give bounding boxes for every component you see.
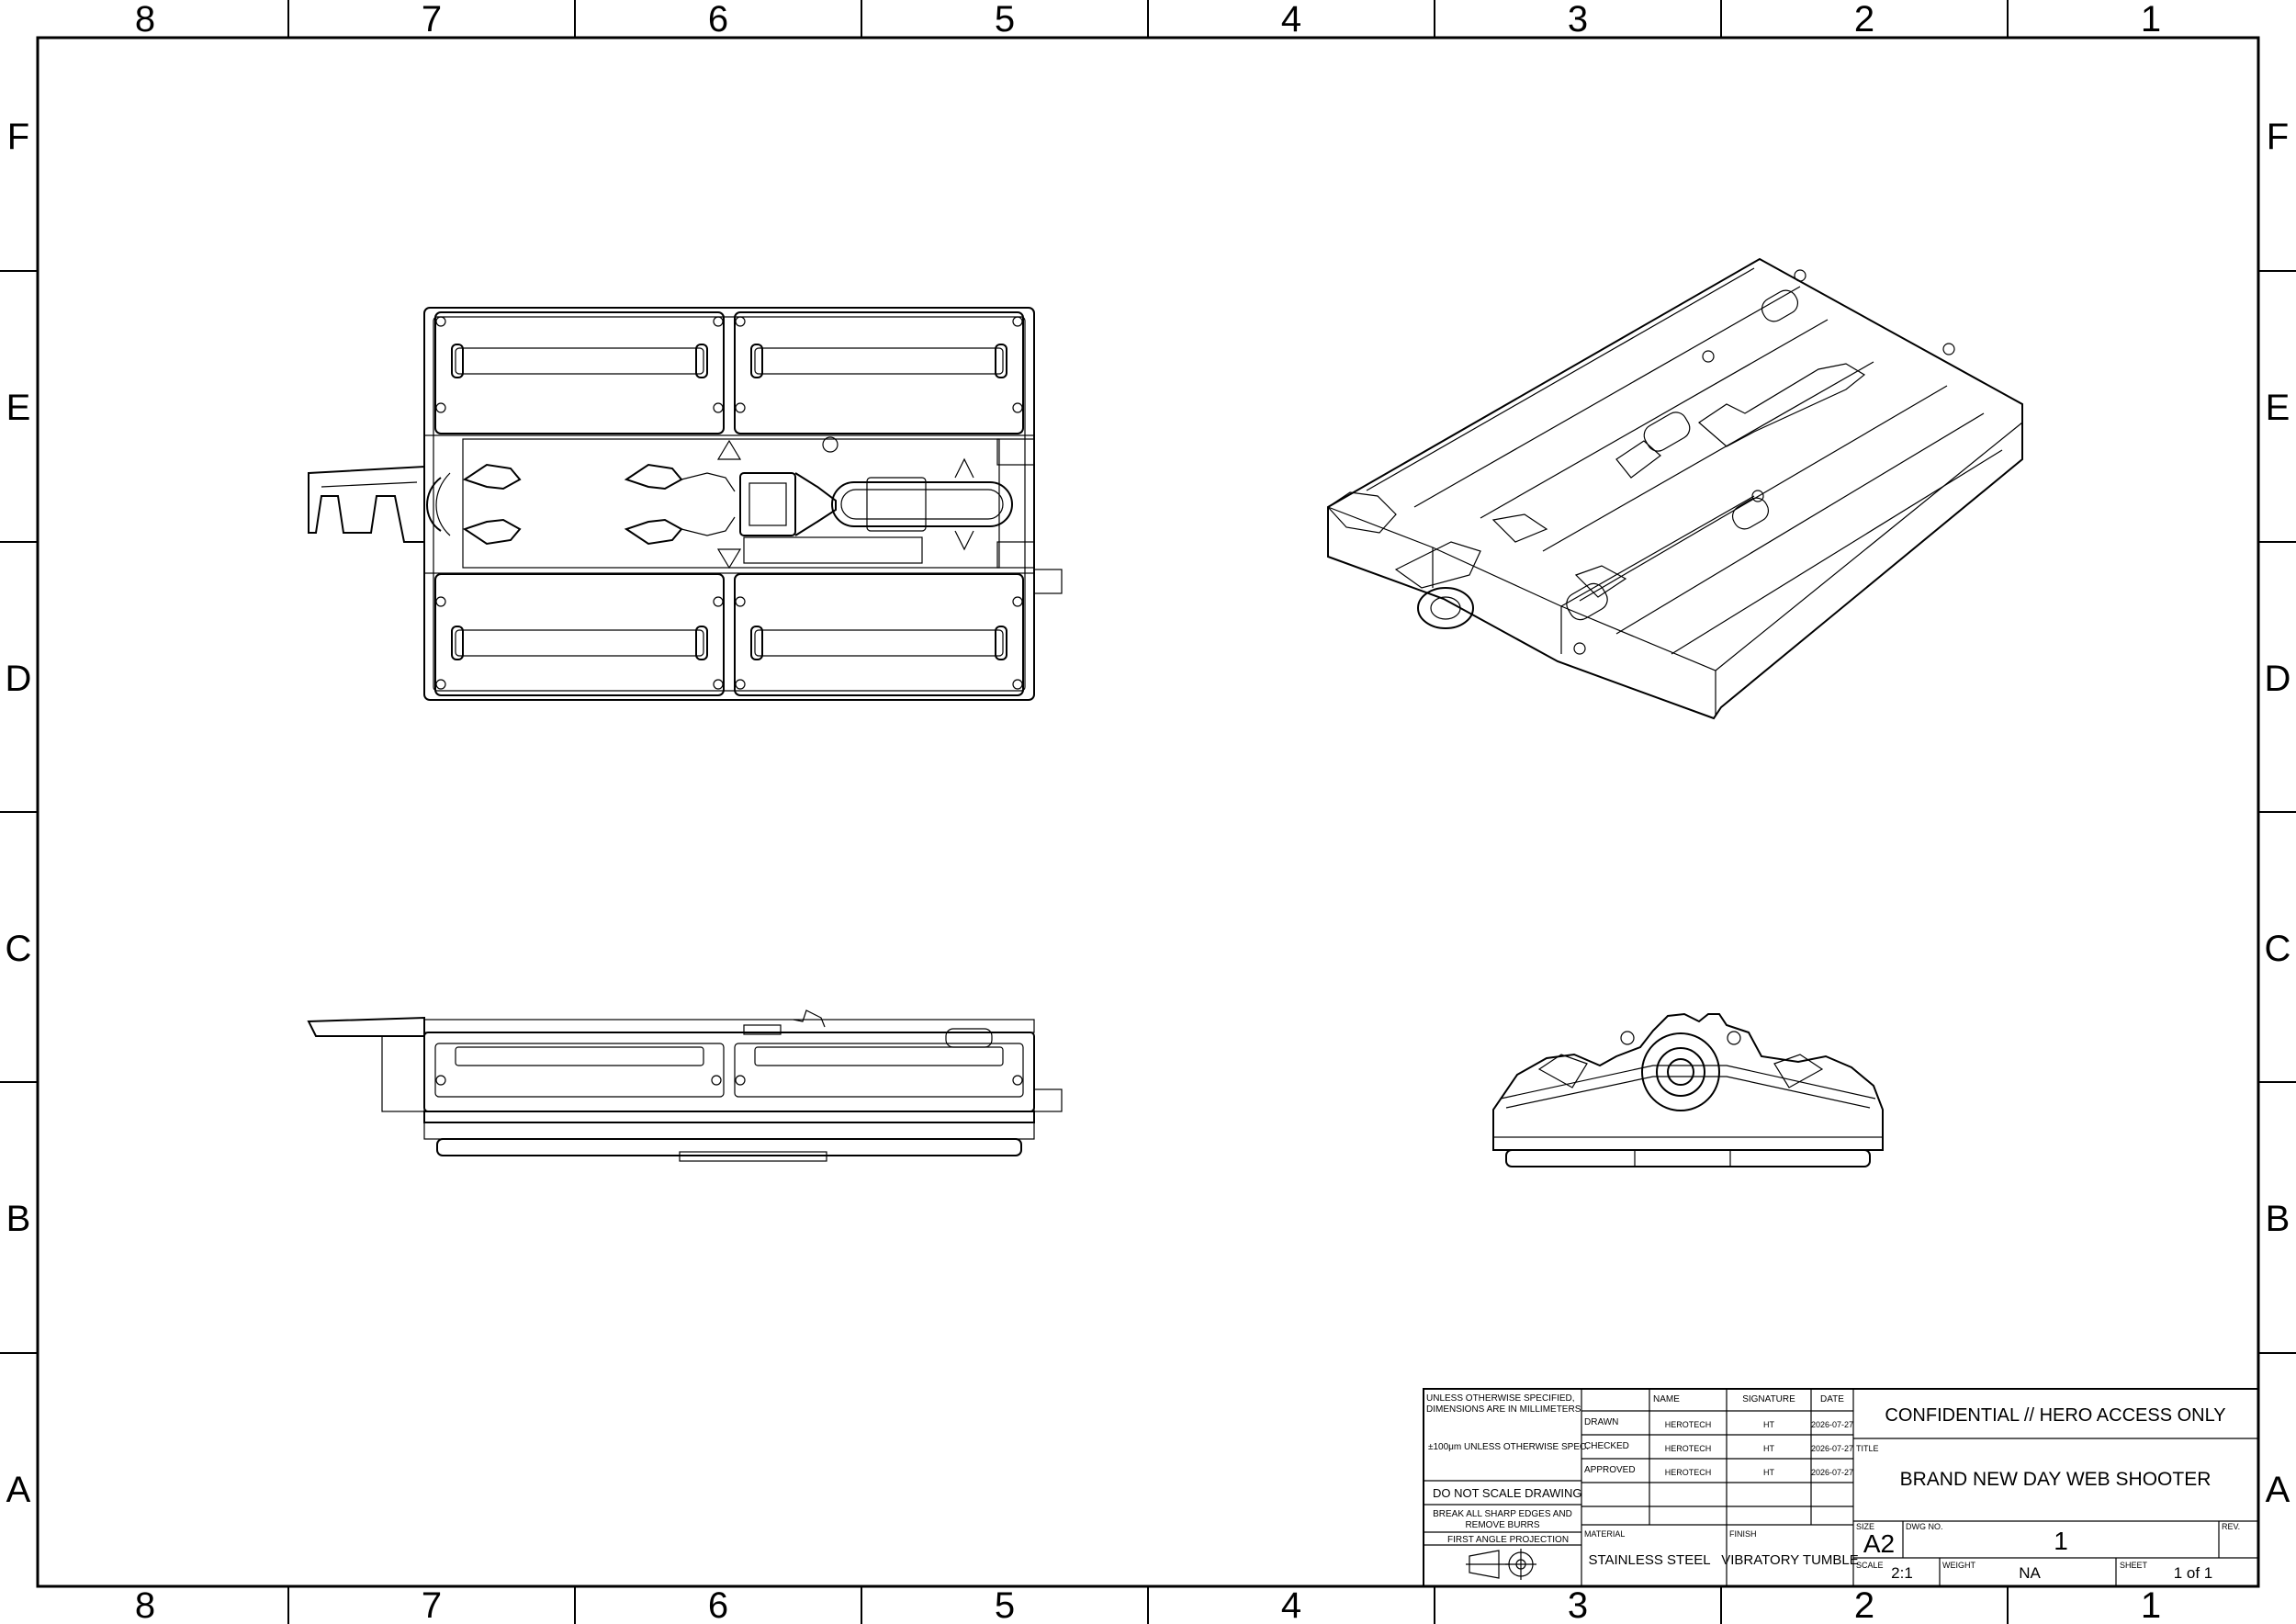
material-value: STAINLESS STEEL xyxy=(1588,1552,1710,1568)
sheet-value: 1 of 1 xyxy=(2174,1564,2213,1582)
weight-value: NA xyxy=(2019,1564,2041,1582)
first-angle-projection-icon xyxy=(1466,1549,1536,1580)
signature-header: SIGNATURE xyxy=(1742,1394,1795,1404)
weight-label: WEIGHT xyxy=(1942,1561,1975,1570)
date-header: DATE xyxy=(1820,1394,1844,1404)
checked-label: CHECKED xyxy=(1584,1441,1629,1451)
approved-signature: HT xyxy=(1763,1468,1774,1477)
title-block: UNLESS OTHERWISE SPECIFIED, DIMENSIONS A… xyxy=(1423,1388,2259,1587)
material-label: MATERIAL xyxy=(1584,1529,1625,1539)
col-label: 8 xyxy=(135,0,155,39)
approved-label: APPROVED xyxy=(1584,1465,1636,1475)
drawn-name: HEROTECH xyxy=(1665,1420,1712,1429)
isometric-view xyxy=(1327,257,2023,720)
name-header: NAME xyxy=(1653,1394,1680,1404)
col-label: 6 xyxy=(708,0,728,39)
column-labels-top: 8 7 6 5 4 3 2 1 xyxy=(135,0,2161,39)
col-label: 7 xyxy=(422,0,442,39)
dwg-no-value: 1 xyxy=(2054,1527,2068,1555)
size-value: A2 xyxy=(1863,1529,1895,1558)
scale-value: 2:1 xyxy=(1891,1564,1913,1582)
col-label: 7 xyxy=(422,1585,442,1624)
col-label: 2 xyxy=(1854,0,1874,39)
title-label: TITLE xyxy=(1856,1444,1879,1453)
general-note-2: DIMENSIONS ARE IN MILLIMETERS xyxy=(1426,1404,1581,1415)
drawn-date: 2026-07-27 xyxy=(1811,1420,1853,1429)
do-not-scale-note: DO NOT SCALE DRAWING xyxy=(1433,1486,1582,1500)
col-label: 3 xyxy=(1568,0,1588,39)
scale-label: SCALE xyxy=(1856,1561,1884,1570)
row-labels-right: F E D C B A xyxy=(2265,117,2291,1510)
drawn-label: DRAWN xyxy=(1584,1417,1618,1427)
title-block-frame xyxy=(1423,1388,2259,1587)
approved-date: 2026-07-27 xyxy=(1811,1468,1853,1477)
row-labels-left: F E D C B A xyxy=(6,117,32,1510)
row-label: F xyxy=(2267,117,2289,157)
col-label: 5 xyxy=(995,0,1015,39)
rev-label: REV. xyxy=(2222,1522,2240,1531)
col-label: 2 xyxy=(1854,1585,1874,1624)
company-name: CONFIDENTIAL // HERO ACCESS ONLY xyxy=(1885,1405,2225,1426)
row-label: E xyxy=(2266,388,2290,428)
col-label: 1 xyxy=(2141,1585,2161,1624)
burrs-note-1: BREAK ALL SHARP EDGES AND xyxy=(1433,1509,1572,1519)
inner-border xyxy=(36,36,2260,1588)
dwg-no-label: DWG NO. xyxy=(1906,1522,1943,1531)
row-label: C xyxy=(6,929,32,969)
approved-name: HEROTECH xyxy=(1665,1468,1712,1477)
checked-signature: HT xyxy=(1763,1444,1774,1453)
general-note-1: UNLESS OTHERWISE SPECIFIED, xyxy=(1426,1393,1575,1404)
checked-date: 2026-07-27 xyxy=(1811,1444,1853,1453)
drawn-signature: HT xyxy=(1763,1420,1774,1429)
col-label: 1 xyxy=(2141,0,2161,39)
checked-name: HEROTECH xyxy=(1665,1444,1712,1453)
finish-label: FINISH xyxy=(1729,1529,1757,1539)
finish-value: VIBRATORY TUMBLE xyxy=(1721,1552,1859,1568)
sheet-label: SHEET xyxy=(2120,1561,2148,1570)
top-view xyxy=(308,307,1063,701)
col-label: 5 xyxy=(995,1585,1015,1624)
row-label: D xyxy=(6,659,32,699)
row-label: C xyxy=(2265,929,2291,969)
row-label: E xyxy=(6,388,31,428)
size-label: SIZE xyxy=(1856,1522,1874,1531)
col-label: 6 xyxy=(708,1585,728,1624)
row-label: B xyxy=(6,1199,31,1239)
row-label: A xyxy=(2266,1470,2290,1510)
side-view xyxy=(307,1009,1063,1162)
burrs-note-2: REMOVE BURRS xyxy=(1465,1520,1539,1530)
row-label: A xyxy=(6,1470,31,1510)
row-label: D xyxy=(2265,659,2291,699)
tolerance-note: ±100μm UNLESS OTHERWISE SPEC. xyxy=(1428,1442,1589,1452)
end-view xyxy=(1492,1012,1884,1167)
drawing-title: BRAND NEW DAY WEB SHOOTER xyxy=(1900,1469,2212,1490)
projection-label: FIRST ANGLE PROJECTION xyxy=(1447,1535,1569,1545)
col-label: 8 xyxy=(135,1585,155,1624)
col-label: 4 xyxy=(1281,0,1301,39)
col-label: 4 xyxy=(1281,1585,1301,1624)
row-label: F xyxy=(7,117,29,157)
col-label: 3 xyxy=(1568,1585,1588,1624)
row-label: B xyxy=(2266,1199,2290,1239)
column-labels-bottom: 8 7 6 5 4 3 2 1 xyxy=(135,1585,2161,1624)
